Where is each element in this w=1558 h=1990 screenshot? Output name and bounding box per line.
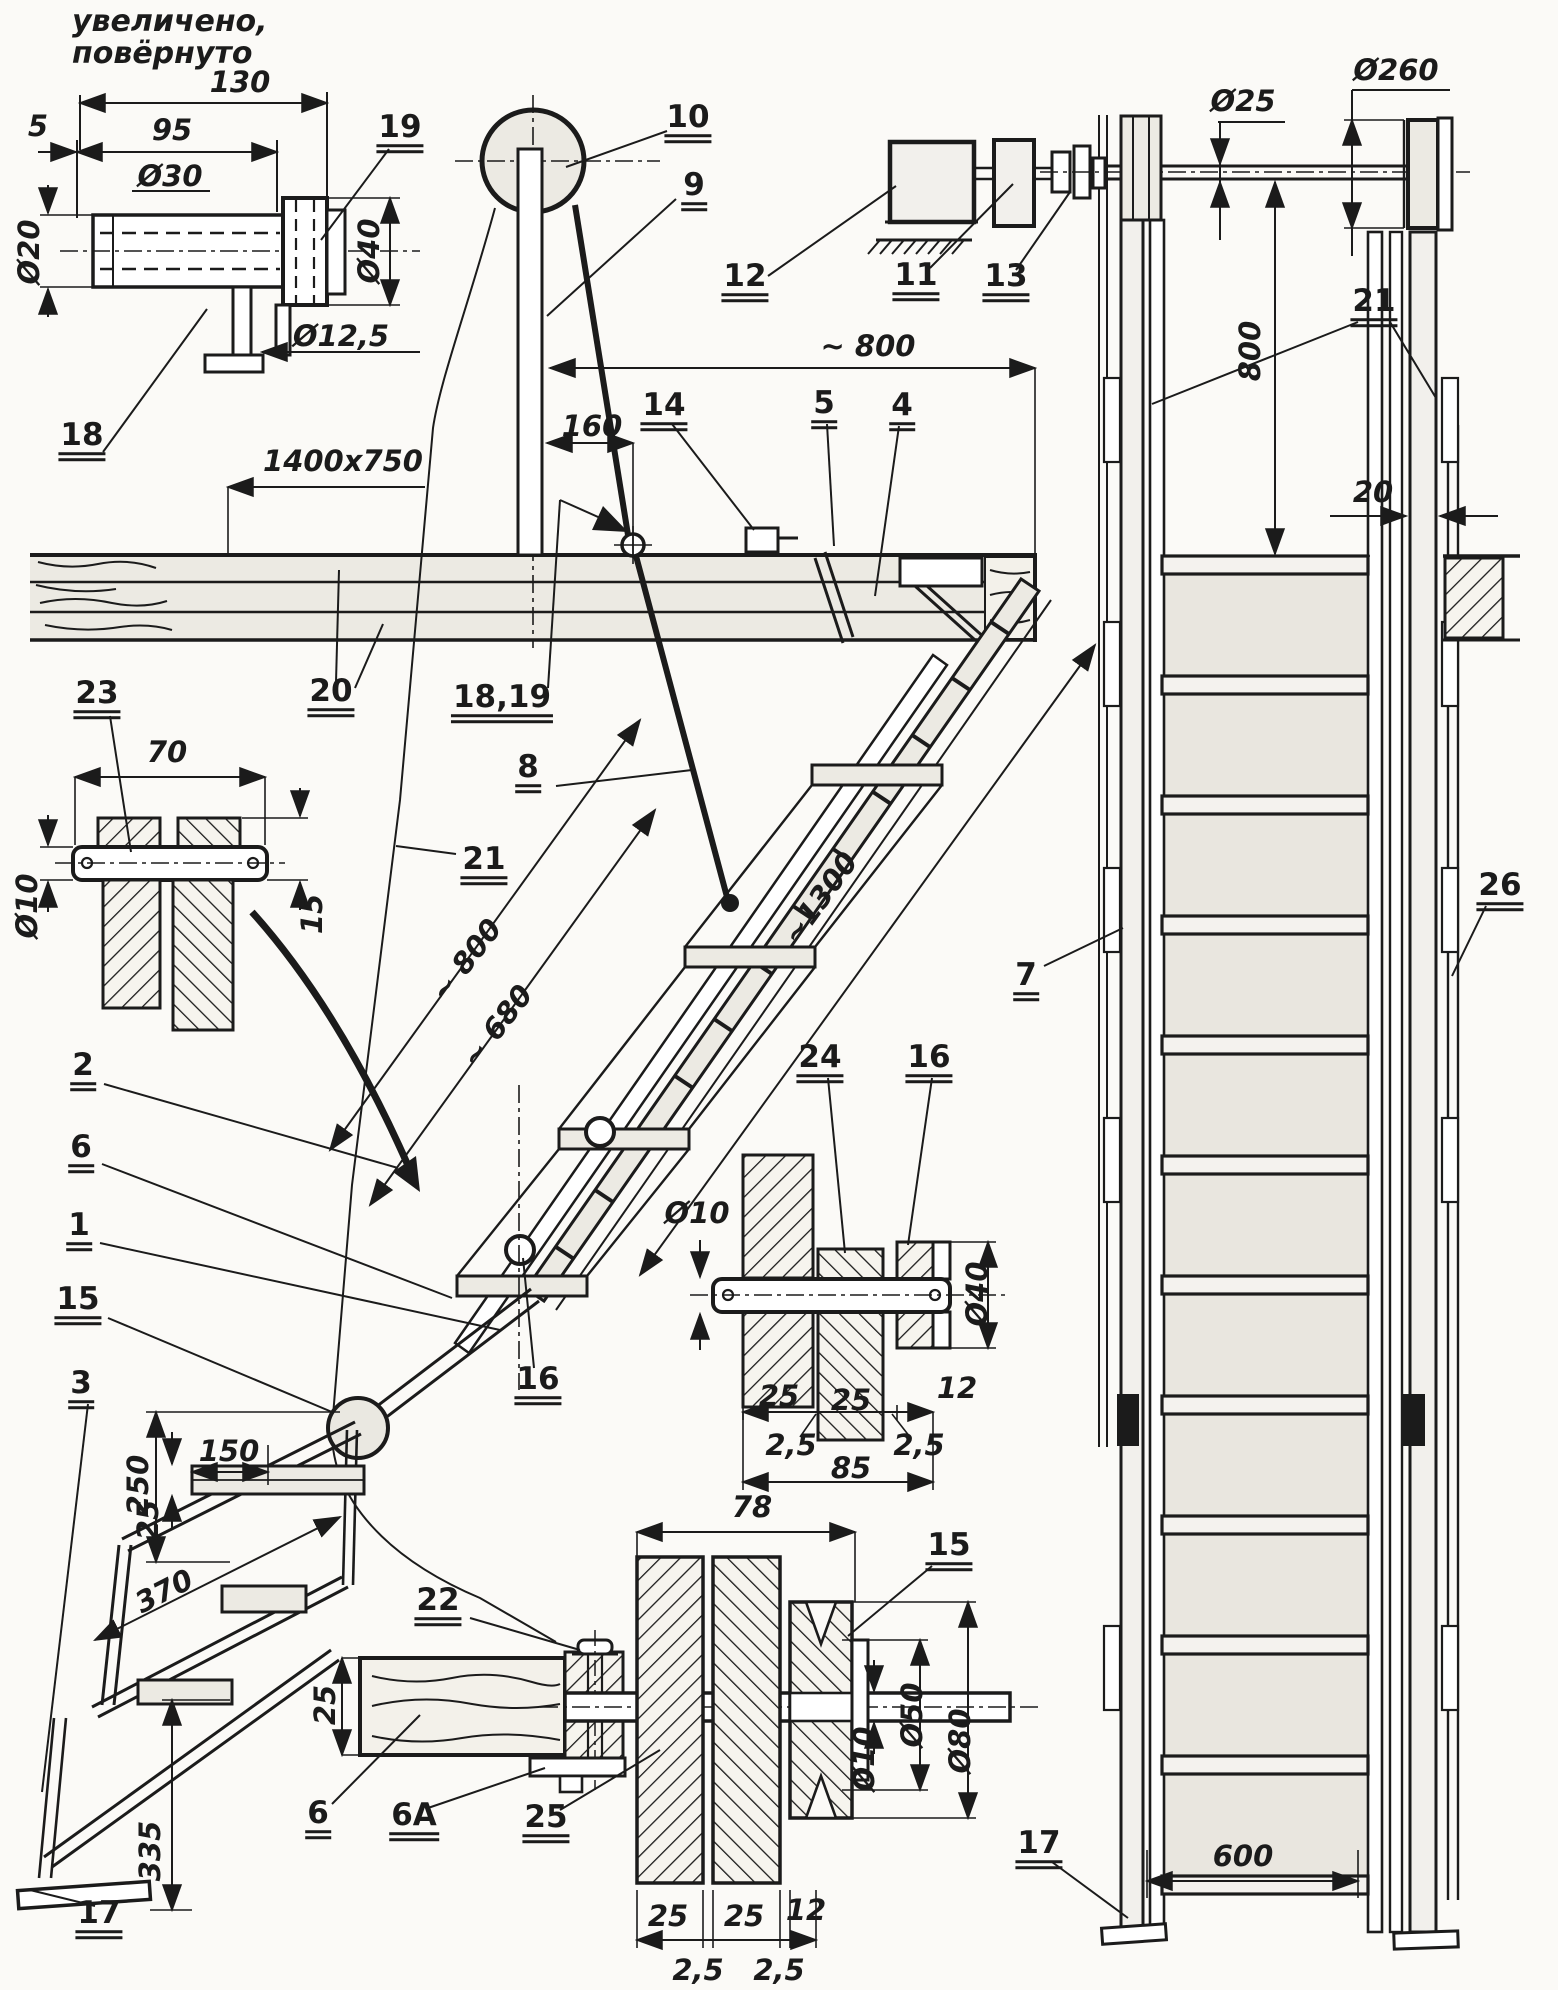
detail-axle-18-19	[60, 196, 420, 374]
view-note-line2: повёрнуто	[72, 35, 253, 71]
view-note-line1: увеличено,	[72, 4, 268, 39]
cord	[330, 207, 557, 1643]
ladder-front-view	[1098, 115, 1520, 1951]
dimension-lines	[37, 89, 1498, 1951]
leader-lines	[29, 130, 1487, 1919]
drive-unit	[867, 114, 1470, 255]
detail-hinge-23	[55, 816, 285, 1032]
detail-pin-24-16	[690, 1153, 1010, 1442]
view-note: увеличено, повёрнуто	[72, 6, 268, 69]
detail-wall-pivot	[358, 1555, 1040, 1885]
